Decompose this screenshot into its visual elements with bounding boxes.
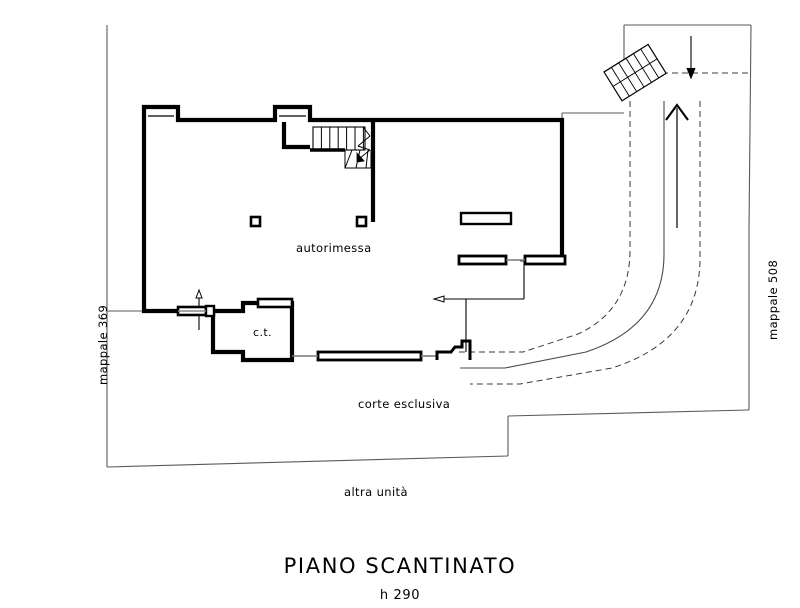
property-boundary [106, 24, 752, 468]
pedestrian-door-jamb [204, 304, 216, 318]
room-label-autorimessa: autorimessa [296, 241, 372, 255]
driveway-solid-curves [460, 101, 665, 369]
arrow-down-entrance [686, 36, 696, 80]
arrow-left-garage [432, 261, 525, 352]
garage-door-stub-left [457, 254, 508, 266]
ramp-mid-h [612, 58, 658, 87]
dash-driveway-inner [455, 101, 631, 353]
wall-ct-room [210, 300, 295, 363]
wall-left-and-bottom [141, 120, 178, 314]
drawing-title: PIANO SCANTINATO [283, 554, 517, 578]
parcel-label-508: mappale 508 [766, 259, 780, 340]
bottom-wall-return [435, 339, 472, 360]
external-ramp-hatch [603, 43, 667, 102]
wall-openings [176, 254, 567, 362]
garage-door-stub-right [523, 254, 567, 266]
stair-winder [344, 149, 372, 169]
boundary-bottom-left [106, 455, 509, 468]
building-walls [141, 104, 565, 363]
stair-wall-left [281, 122, 310, 150]
driveway-curve-1 [460, 101, 665, 369]
dash-driveway-outer [470, 101, 701, 385]
duct-block [459, 211, 513, 226]
stair-flight [312, 126, 366, 151]
drawing-subtitle: h 290 [379, 588, 421, 603]
internal-staircase [281, 122, 376, 222]
boundary-bottom-right [507, 409, 750, 417]
pillar-right [355, 215, 368, 228]
wall-perimeter-main [141, 104, 565, 258]
arrow-up-driveway [665, 103, 689, 228]
direction-arrows [195, 36, 696, 352]
stair-treads [312, 126, 366, 151]
room-label-ct: c.t. [253, 326, 272, 339]
pillar-left [249, 215, 262, 228]
boundary-right-508-upper [748, 24, 752, 231]
area-label-corte-esclusiva: corte esclusiva [358, 397, 451, 411]
stair-direction-arrow [356, 126, 371, 163]
garage-interior-elements [249, 211, 513, 228]
ct-door-stub [256, 297, 294, 309]
parcel-label-369: mappale 369 [96, 304, 110, 385]
area-label-altra-unita: altra unità [344, 485, 408, 499]
bottom-wall-stub-main [316, 350, 423, 362]
